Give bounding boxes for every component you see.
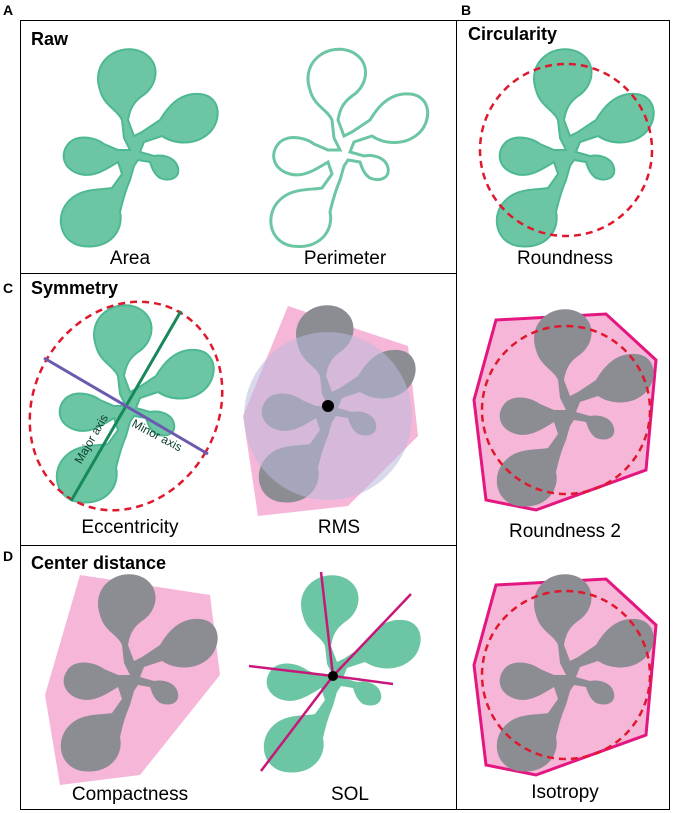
caption-roundness: Roundness bbox=[516, 248, 614, 269]
caption-isotropy: Isotropy bbox=[531, 782, 599, 803]
plant-compactness-icon bbox=[45, 574, 220, 785]
plant-perimeter-icon bbox=[269, 47, 430, 249]
panel-letter-c: C bbox=[3, 280, 14, 296]
title-raw: Raw bbox=[31, 29, 69, 49]
caption-roundness-2: Roundness 2 bbox=[509, 521, 621, 542]
title-symmetry: Symmetry bbox=[31, 278, 119, 298]
caption-eccentricity: Eccentricity bbox=[81, 517, 179, 538]
panel-letter-a: A bbox=[3, 2, 14, 18]
caption-sol: SOL bbox=[330, 784, 370, 805]
plant-roundness-icon bbox=[478, 48, 655, 248]
plant-eccentricity-icon: Major axis Minor axis bbox=[28, 300, 224, 512]
title-circularity: Circularity bbox=[468, 24, 558, 44]
minor-axis-line bbox=[43, 356, 209, 456]
center-point-icon bbox=[322, 400, 334, 412]
panel-letter-d: D bbox=[3, 548, 14, 564]
caption-area: Area bbox=[109, 248, 151, 269]
title-center-distance: Center distance bbox=[31, 553, 167, 573]
plant-isotropy-icon bbox=[472, 574, 658, 777]
plant-rms-icon bbox=[243, 305, 418, 516]
caption-rms: RMS bbox=[317, 517, 361, 538]
caption-compactness: Compactness bbox=[71, 784, 189, 805]
plant-roundness2-icon bbox=[472, 309, 658, 512]
plant-area-icon bbox=[59, 48, 219, 248]
plant-sol-icon bbox=[248, 571, 421, 773]
caption-perimeter: Perimeter bbox=[303, 248, 387, 269]
sol-center-icon bbox=[328, 671, 338, 681]
panel-letter-b: B bbox=[461, 2, 472, 18]
